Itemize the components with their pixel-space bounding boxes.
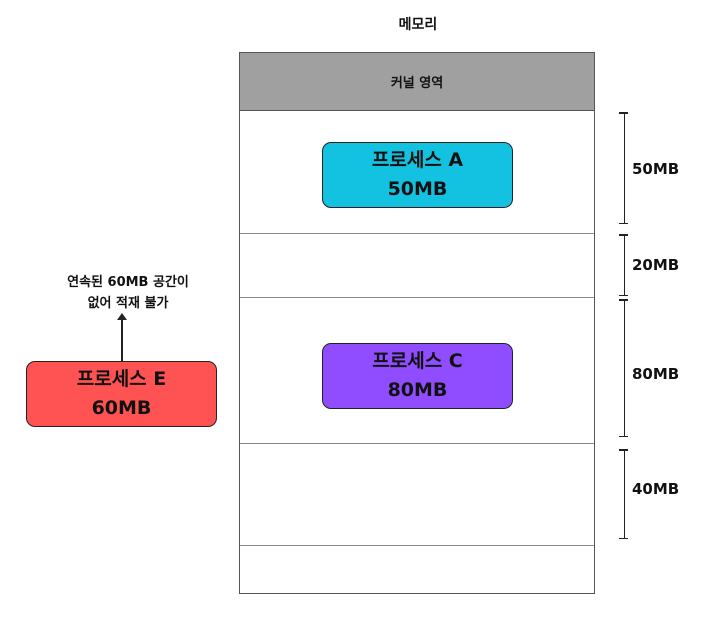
segment-size-label: 80MB bbox=[632, 365, 680, 383]
memory-title: 메모리 bbox=[398, 17, 438, 33]
process-a-box: 프로세스 A 50MB bbox=[322, 142, 513, 208]
segment-bracket bbox=[619, 234, 637, 296]
segment-bracket bbox=[619, 112, 637, 224]
kernel-area: 커널 영역 bbox=[240, 53, 594, 111]
process-c-name: 프로세스 C bbox=[372, 350, 463, 372]
load-failure-note: 연속된 60MB 공간이 없어 적재 불가 bbox=[30, 272, 226, 314]
process-a-name: 프로세스 A bbox=[371, 149, 464, 171]
memory-block bbox=[239, 52, 595, 594]
segment-bracket bbox=[619, 299, 637, 437]
segment-divider bbox=[240, 233, 594, 234]
arrow-shaft bbox=[121, 318, 123, 361]
arrow-up-icon bbox=[117, 313, 127, 320]
process-c-size: 80MB bbox=[387, 379, 448, 401]
segment-divider bbox=[240, 297, 594, 298]
segment-size-label: 40MB bbox=[632, 480, 680, 498]
note-line-1: 연속된 60MB 공간이 bbox=[67, 275, 189, 290]
segment-divider bbox=[240, 443, 594, 444]
process-e-size: 60MB bbox=[91, 397, 152, 419]
process-a-size: 50MB bbox=[387, 178, 448, 200]
process-e-name: 프로세스 E bbox=[76, 368, 167, 390]
segment-divider bbox=[240, 545, 594, 546]
segment-bracket bbox=[619, 449, 637, 539]
process-c-box: 프로세스 C 80MB bbox=[322, 343, 513, 409]
note-line-2: 없어 적재 불가 bbox=[87, 296, 169, 311]
process-e-box: 프로세스 E 60MB bbox=[26, 361, 217, 427]
kernel-area-label: 커널 영역 bbox=[390, 76, 444, 91]
segment-size-label: 20MB bbox=[632, 256, 680, 274]
segment-size-label: 50MB bbox=[632, 160, 680, 178]
